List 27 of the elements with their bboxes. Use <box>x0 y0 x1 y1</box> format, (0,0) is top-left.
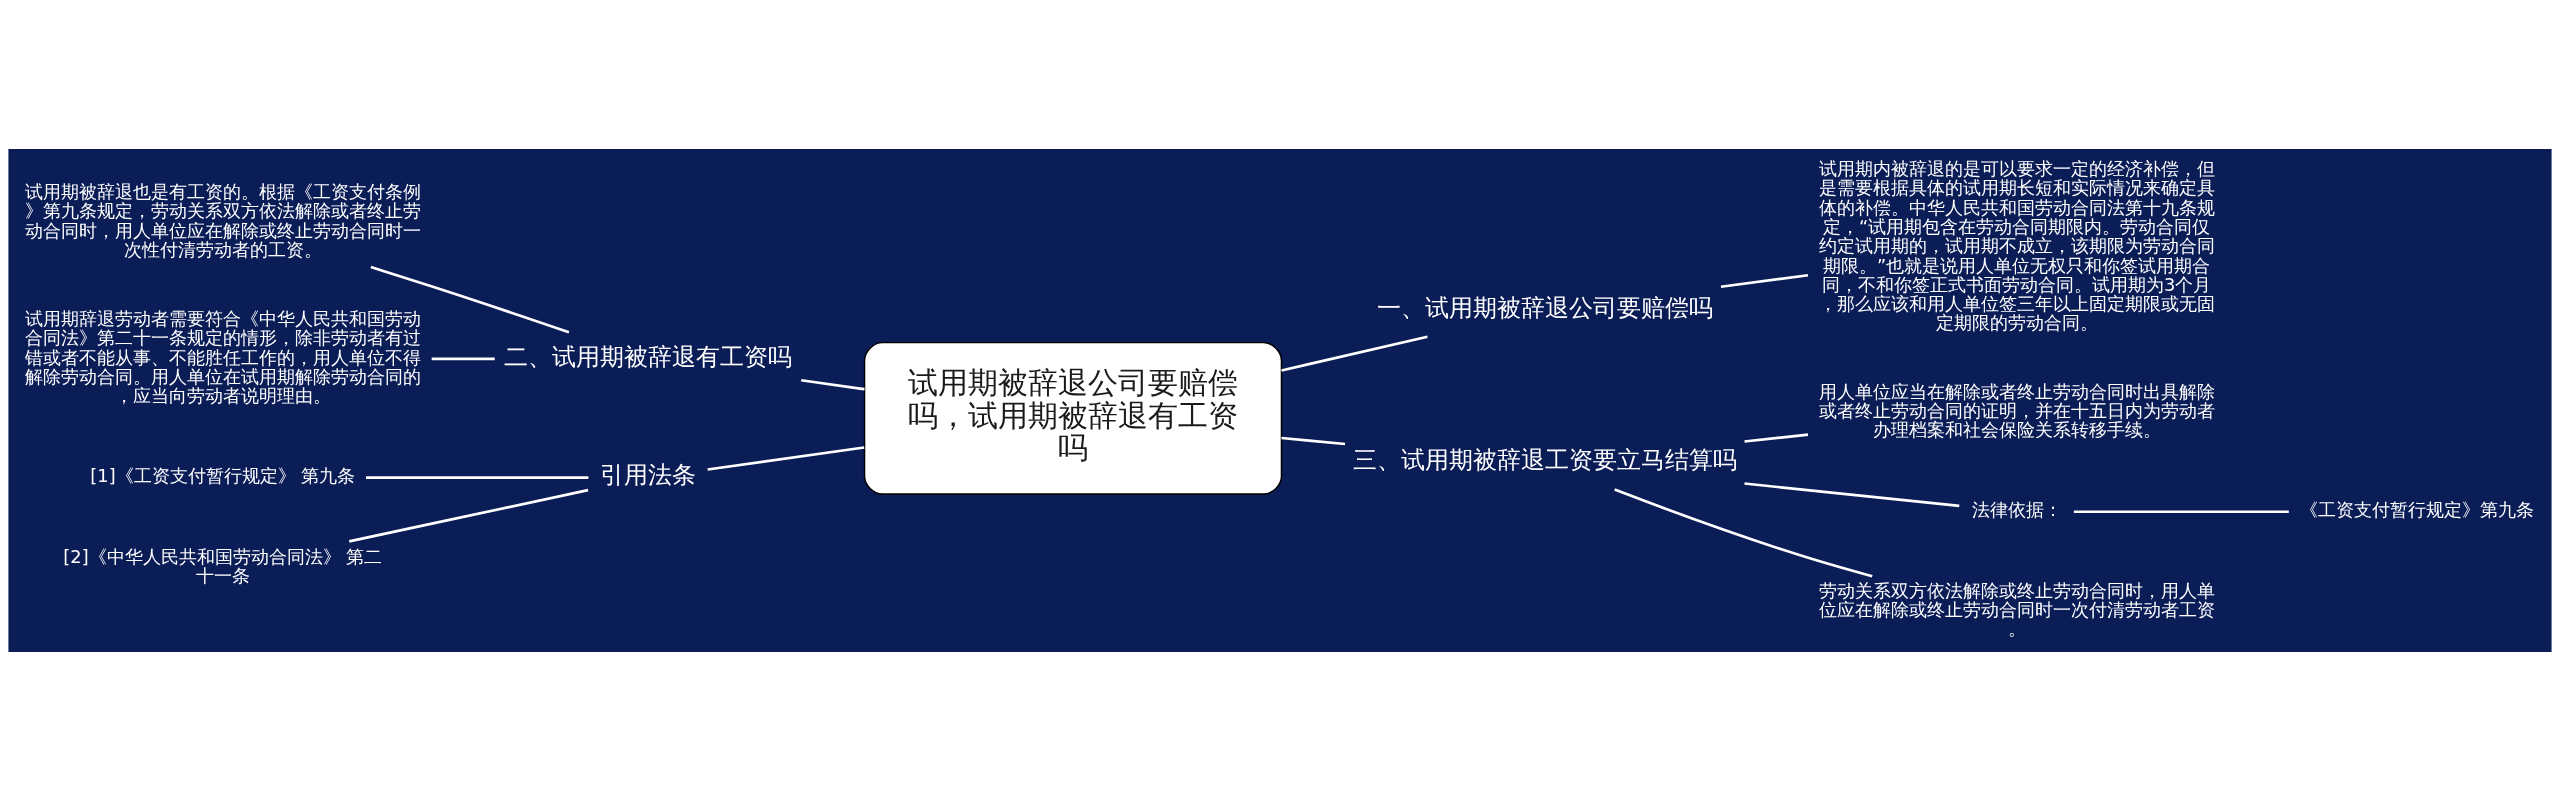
connector <box>801 378 865 391</box>
connector <box>1614 488 1873 578</box>
node-text: 一、试用期被辞退公司要赔偿吗 <box>1376 293 1713 322</box>
connector <box>707 446 865 471</box>
connector <box>431 357 495 361</box>
node-box: 试用期被辞退公司要赔偿吗，试用期被辞退有工资吗 <box>863 341 1283 495</box>
connector <box>348 488 589 543</box>
connector <box>1744 433 1809 443</box>
connector <box>370 265 570 334</box>
connector <box>1720 273 1809 289</box>
node-text: 试用期内被辞退的是可以要求一定的经济补偿，但是需要根据具体的试用期长短和实际情况来确定具体的补偿。中华人民共和国劳动合同法第十九条规定，“试用期包含在劳动合同期限内。劳动合同仅约定试用期的，试用期不成立，该期限为劳动合同期限。”也就是说用人单位无权只和你签试用期合同，不和你签正式书面劳动合同。试用期为3个月，那么应该和用人单位签三年以上固定期限或无固定期限的劳动合同。 <box>1818 158 2215 334</box>
connector <box>1281 335 1428 372</box>
node-text: 二、试用期被辞退有工资吗 <box>503 342 792 371</box>
connector <box>2073 510 2289 514</box>
node-text: 法律依据： <box>1971 499 2062 521</box>
connector <box>1281 436 1346 446</box>
node-text: 三、试用期被辞退工资要立马结算吗 <box>1352 446 1737 475</box>
node-text: 试用期辞退劳动者需要符合《中华人民共和国劳动合同法》第二十一条规定的情形，除非劳动者有过错或者不能从事、不能胜任工作的，用人单位不得解除劳动合同。用人单位在试用期解除劳动合同的，应当向劳动者说明理由。 <box>24 307 421 407</box>
node-text: 《工资支付暂行规定》第九条 <box>2300 499 2535 521</box>
connector <box>1744 482 1960 508</box>
node-text: 用人单位应当在解除或者终止劳动合同时出具解除或者终止劳动合同的证明，并在十五日内为劳动者办理档案和社会保险关系转移手续。 <box>1818 380 2215 441</box>
node-text: [2]《中华人民共和国劳动合同法》 第二十一条 <box>63 546 383 587</box>
node-text: 劳动关系双方依法解除或终止劳动合同时，用人单位应在解除或终止劳动合同时一次付清劳动者工资。 <box>1818 579 2215 640</box>
node-text: [1]《工资支付暂行规定》 第九条 <box>90 465 356 487</box>
node-text: 引用法条 <box>599 461 696 490</box>
node-text: 试用期被辞退也是有工资的。根据《工资支付条例》第九条规定，劳动关系双方依法解除或者终止劳动合同时，用人单位应在解除或终止劳动合同时一次性付清劳动者的工资。 <box>24 181 421 260</box>
connector <box>366 476 589 479</box>
